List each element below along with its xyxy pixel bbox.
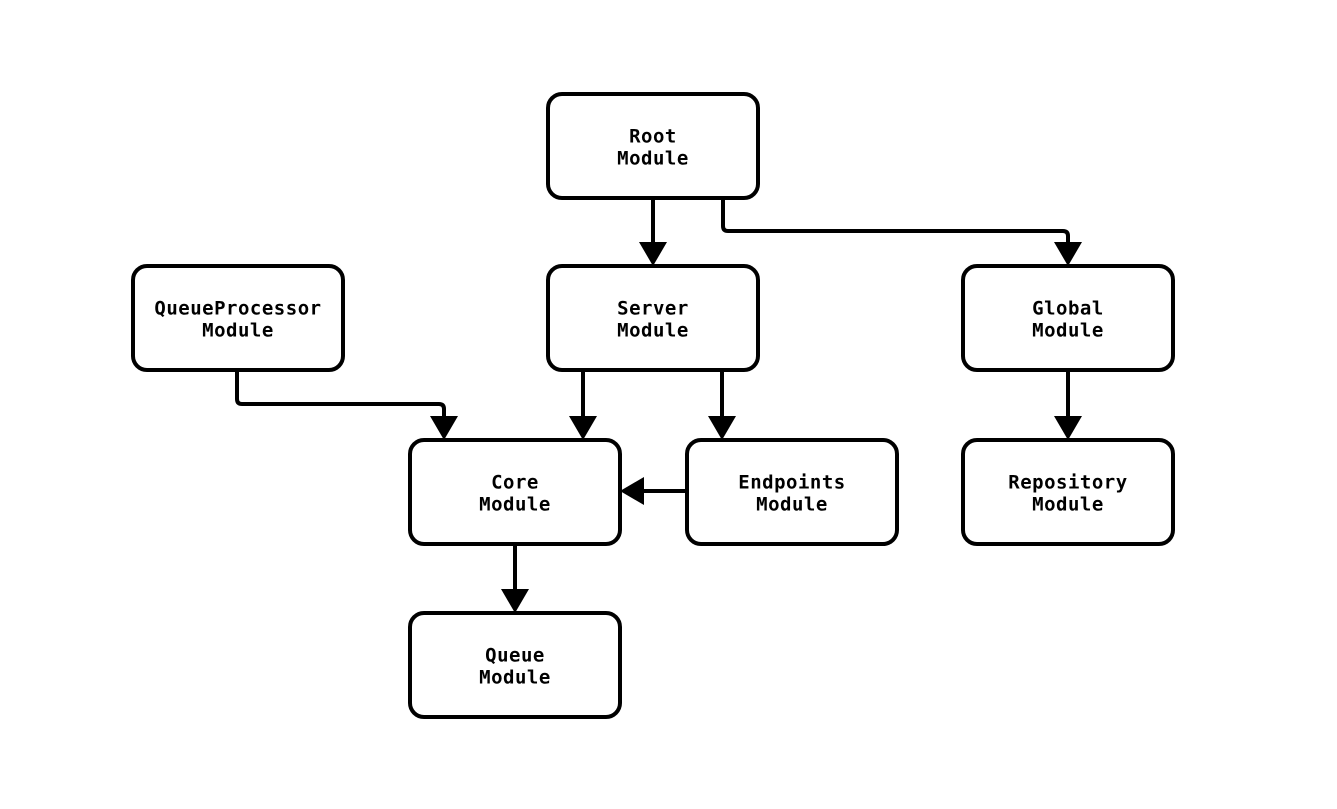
edge-queueprocessor-to-core xyxy=(235,370,458,440)
edge-queueprocessor-to-core-line xyxy=(235,370,446,416)
edge-global-to-repository xyxy=(1054,370,1082,440)
node-core-module-label-line1: Core xyxy=(491,472,539,494)
node-endpoints-module-box[interactable] xyxy=(685,438,899,546)
edge-endpoints-to-core-arrowhead xyxy=(620,477,644,505)
node-global-module-label-line1: Global xyxy=(1032,298,1104,320)
node-queueprocessor-module-label-line1: QueueProcessor xyxy=(154,298,321,320)
node-server-module-label-line1: Server xyxy=(617,298,689,320)
node-queue-module-box[interactable] xyxy=(408,611,622,719)
node-root-module-box[interactable] xyxy=(546,92,760,200)
node-server-module-label-line2: Module xyxy=(617,320,689,342)
edge-root-to-global-line xyxy=(721,198,1070,242)
node-global-module-label-line2: Module xyxy=(1032,320,1104,342)
node-root-module-label-line2: Module xyxy=(617,148,689,170)
edge-root-to-server-arrowhead xyxy=(639,242,667,266)
edge-server-to-endpoints-arrowhead xyxy=(708,416,736,440)
node-core-module[interactable]: Core Module xyxy=(408,438,622,546)
node-queue-module-label-line2: Module xyxy=(479,667,551,689)
edge-core-to-queue xyxy=(501,544,529,613)
node-root-module[interactable]: Root Module xyxy=(546,92,760,200)
edge-root-to-global xyxy=(721,198,1082,266)
node-queue-module-label-line1: Queue xyxy=(485,645,545,667)
node-root-module-label-line1: Root xyxy=(629,126,677,148)
node-repository-module[interactable]: Repository Module xyxy=(961,438,1175,546)
node-global-module-box[interactable] xyxy=(961,264,1175,372)
edge-server-to-core xyxy=(569,370,597,440)
edge-global-to-repository-arrowhead xyxy=(1054,416,1082,440)
node-core-module-box[interactable] xyxy=(408,438,622,546)
node-repository-module-label-line1: Repository xyxy=(1008,472,1127,494)
node-global-module[interactable]: Global Module xyxy=(961,264,1175,372)
edge-server-to-core-arrowhead xyxy=(569,416,597,440)
edge-endpoints-to-core xyxy=(620,477,687,505)
node-endpoints-module-label-line1: Endpoints xyxy=(738,472,845,494)
node-endpoints-module-label-line2: Module xyxy=(756,494,828,516)
edge-server-to-endpoints xyxy=(708,370,736,440)
node-server-module[interactable]: Server Module xyxy=(546,264,760,372)
node-server-module-box[interactable] xyxy=(546,264,760,372)
node-queueprocessor-module-label-line2: Module xyxy=(202,320,274,342)
node-repository-module-box[interactable] xyxy=(961,438,1175,546)
node-queueprocessor-module[interactable]: QueueProcessor Module xyxy=(131,264,345,372)
node-core-module-label-line2: Module xyxy=(479,494,551,516)
node-queue-module[interactable]: Queue Module xyxy=(408,611,622,719)
edge-core-to-queue-arrowhead xyxy=(501,589,529,613)
node-queueprocessor-module-box[interactable] xyxy=(131,264,345,372)
edge-queueprocessor-to-core-arrowhead xyxy=(430,416,458,440)
node-endpoints-module[interactable]: Endpoints Module xyxy=(685,438,899,546)
edge-root-to-server xyxy=(639,198,667,266)
node-repository-module-label-line2: Module xyxy=(1032,494,1104,516)
edge-root-to-global-arrowhead xyxy=(1054,242,1082,266)
